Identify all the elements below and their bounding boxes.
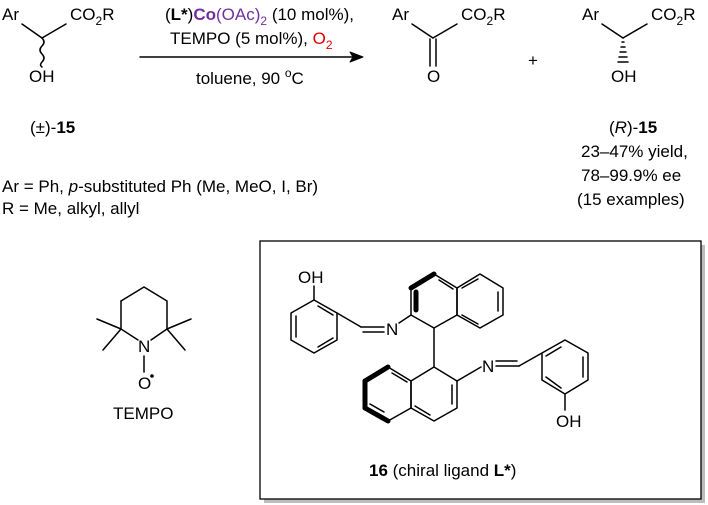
product-ketoester: Ar CO2R O (392, 5, 505, 86)
substrate-oh: OH (29, 67, 55, 86)
plus-sign: + (528, 51, 538, 70)
product2-ar: Ar (582, 5, 599, 24)
product2-ester: CO2R (651, 5, 695, 28)
bond-naph-n-right (456, 366, 482, 382)
right-phenol-ring (541, 339, 589, 395)
bottom-naph-bold-1 (362, 364, 391, 384)
ee-range: 78–99.9% ee (581, 166, 681, 185)
catalyst-text: (L*)Co(OAc)2 (10 mol%), (165, 5, 354, 28)
tempo-me-4 (166, 328, 186, 351)
top-naph-bold-bond (408, 271, 437, 291)
product-r-15: Ar CO2R OH (R)-15 23–47% yield, 78–99.9%… (577, 5, 695, 209)
tempo-ring-left (120, 300, 139, 341)
tempo-loading: TEMPO (5 mol%), O2 (170, 29, 333, 52)
tempo-label: TEMPO (113, 404, 173, 423)
bottom-naph-bold-3 (362, 405, 391, 424)
product2-label: (R)-15 (609, 118, 657, 137)
arrow-head (349, 51, 364, 63)
substrate-15: Ar CO2R OH (±)-15 (2, 5, 114, 137)
tempo-n: N (138, 337, 150, 356)
tempo-ring-top (120, 286, 168, 330)
bond-ar-co (411, 23, 434, 39)
reaction-conditions: (L*)Co(OAc)2 (10 mol%), TEMPO (5 mol%), … (139, 5, 364, 88)
tempo-structure: N O TEMPO (96, 286, 192, 423)
oh-bottom: OH (556, 412, 582, 431)
substrate-label: (±)-15 (30, 118, 75, 137)
n-right: N (482, 357, 494, 376)
ligand-label: 16 (chiral ligand L*) (369, 461, 516, 480)
product1-o: O (427, 67, 440, 86)
bond-ar-c2 (601, 23, 624, 39)
bond-n-naph-top (398, 314, 412, 324)
yield-range: 23–47% yield, (581, 142, 688, 161)
ar-scope-line: Ar = Ph, p-substituted Ph (Me, MeO, I, B… (2, 177, 318, 196)
tempo-o: O (138, 374, 151, 393)
radical-dot (150, 374, 154, 378)
substrate-ester: CO2R (70, 5, 114, 28)
tempo-me-3 (166, 318, 192, 330)
solvent-temperature: toluene, 90 oC (196, 66, 304, 88)
top-naph-ring-b (456, 273, 504, 329)
product1-ester: CO2R (461, 5, 505, 28)
tempo-me-1 (96, 318, 122, 330)
oh-top: OH (298, 268, 324, 287)
bond-c-ester (41, 23, 67, 39)
product2-oh: OH (611, 67, 637, 86)
r-scope-line: R = Me, alkyl, allyl (2, 199, 139, 218)
bond-ar-c (21, 23, 43, 39)
product1-ar: Ar (392, 5, 409, 24)
substrate-scope: Ar = Ph, p-substituted Ph (Me, MeO, I, B… (2, 177, 318, 218)
substrate-ar: Ar (2, 5, 19, 24)
n-left: N (386, 320, 398, 339)
ligand-frame (259, 240, 702, 500)
tempo-ring-right (150, 328, 168, 341)
hashed-wedge-bond (617, 41, 629, 63)
bond-c2-ester (622, 23, 648, 39)
example-count: (15 examples) (577, 190, 685, 209)
ligand-16: OH N N (290, 268, 589, 480)
bond-ch-ring-right (518, 352, 543, 367)
wavy-bond (39, 37, 45, 68)
tempo-me-2 (102, 328, 122, 351)
bond-ring-ch (336, 312, 362, 328)
bond-co-ester (432, 23, 458, 39)
